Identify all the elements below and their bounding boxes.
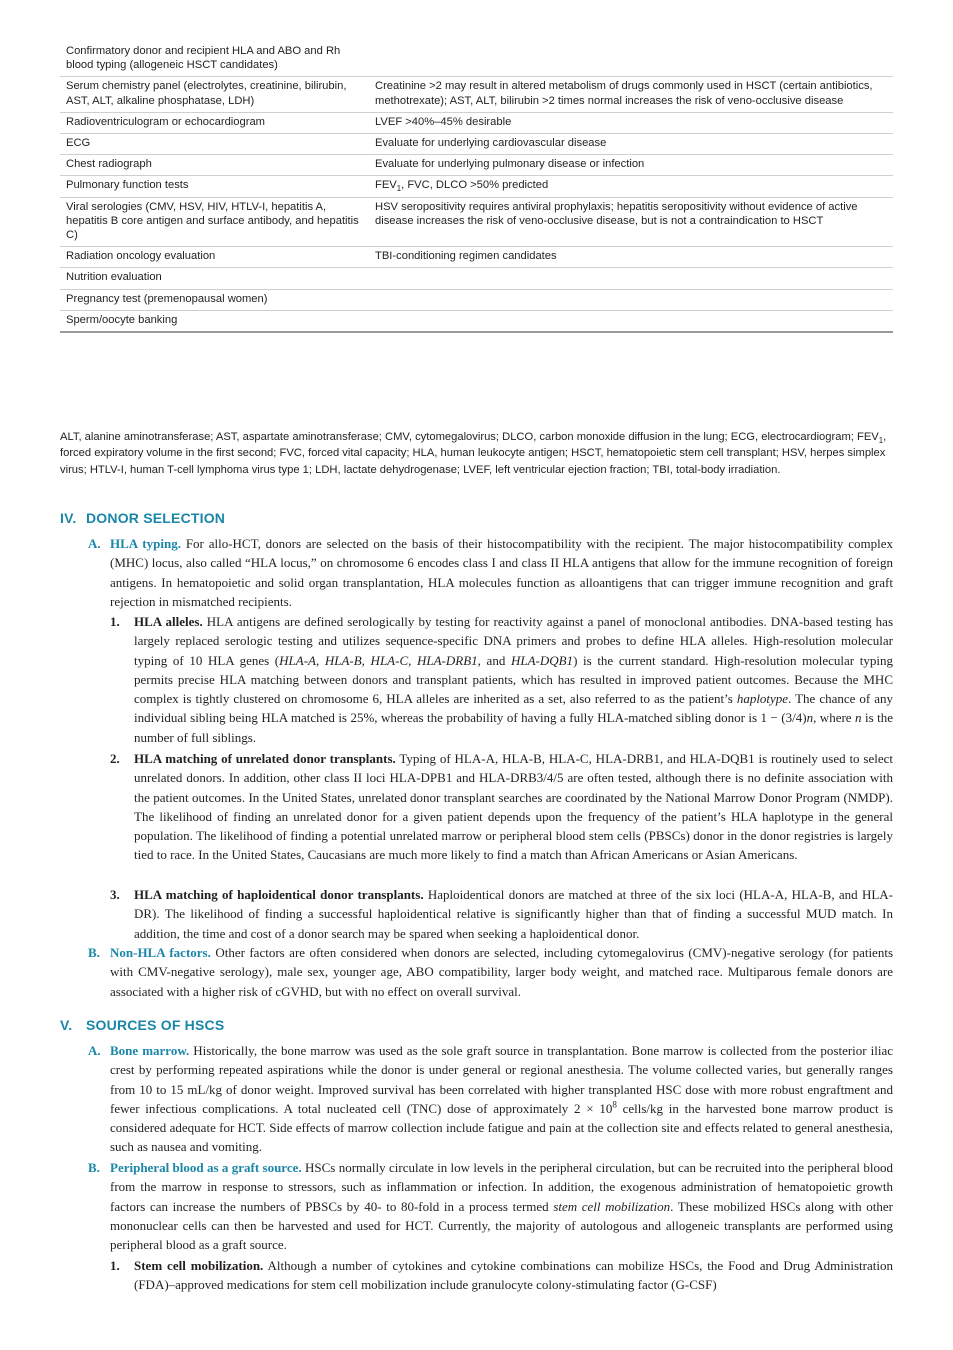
table-cell-comment [375,313,893,327]
item-heading: Stem cell mobilization. [134,1258,264,1273]
table-cell-comment-text: FEV1, FVC, DLCO >50% predicted [375,179,549,194]
item-label: 3. [110,887,120,902]
table-cell-comment [375,292,893,306]
subsection-heading: HLA typing. [110,536,181,551]
table-cell-comment: LVEF >40%–45% desirable [375,115,512,128]
paragraph-text: Although a number of cytokines and cytok… [134,1258,893,1293]
table-cell-test: Pregnancy test (premenopausal women) [66,292,268,305]
table-cell-test: Chest radiograph [66,158,152,171]
table-cell-test: Sperm/oocyte banking [66,313,178,326]
item-paragraph: HLA matching of haploidentical donor tra… [134,885,893,943]
table-cell-test: Nutrition evaluation [66,271,162,284]
footnote-subscript: 1 [878,436,884,446]
footnote-text: ALT, alanine aminotransferase; AST, aspa… [60,431,879,443]
term: haplotype [736,691,789,707]
item-heading: HLA alleles. [134,614,203,629]
paragraph-text: Other factors are often considered when … [110,945,894,999]
variable: n [806,710,814,726]
subsection-label: A. [88,1043,101,1058]
section-title: DONOR SELECTION [86,510,226,526]
item-label: 1. [110,1258,120,1273]
section-number: V. [60,1017,73,1033]
subsection-label: B. [88,945,100,960]
paragraph-text: . The chance of any individual sibling b… [134,691,894,726]
table-row: Nutrition evaluation [60,268,893,290]
paragraph-text: Historically, the bone marrow was used a… [110,1043,894,1116]
table-cell-test: Viral serologies (CMV, HSV, HIV, HTLV-I,… [66,200,359,242]
subsection-paragraph: Peripheral blood as a graft source. HSCs… [110,1158,893,1254]
paragraph-text: Typing of HLA-A, HLA-B, HLA-C, HLA-DRB1,… [134,751,893,863]
item-heading: HLA matching of haploidentical donor tra… [134,887,424,902]
table-row: Pregnancy test (premenopausal women) [60,290,893,311]
item-paragraph: HLA alleles. HLA antigens are defined se… [134,612,893,747]
gene-names: HLA-A, HLA-B, HLA-C, HLA-DRB1 [279,652,478,668]
subsection-heading: Bone marrow. [110,1043,190,1058]
table-cell-comment: Evaluate for underlying pulmonary diseas… [375,158,645,171]
table-cell-comment: FEV1, FVC, DLCO >50% predicted [375,178,893,194]
item-label: 2. [110,751,120,766]
table-row: Radioventriculogram or echocardiogram LV… [60,113,893,135]
table-cell-test: Radiation oncology evaluation [66,250,216,263]
table-cell-test: Radioventriculogram or echocardiogram [66,115,265,128]
paragraph-text: For allo-HCT, donors are selected on the… [110,536,894,609]
table-row: Pulmonary function tests FEV1, FVC, DLCO… [60,176,893,198]
evaluation-table: Confirmatory donor and recipient HLA and… [60,42,893,334]
paragraph-text: , and [477,652,511,668]
subsection-label: A. [88,536,101,551]
paragraph-text: is the number of full siblings. [134,710,894,745]
paragraph-text: , where [813,710,856,726]
item-heading: HLA matching of unrelated donor transpla… [134,751,396,766]
table-cell-comment: Creatinine >2 may result in altered meta… [375,80,873,107]
section-heading: IV. DONOR SELECTION [60,510,225,526]
table-row: Sperm/oocyte banking [60,311,893,334]
table-row: Chest radiograph Evaluate for underlying… [60,155,893,177]
section-number: IV. [60,510,77,526]
subsection-heading: Non-HLA factors. [110,945,211,960]
paragraph-text: HSCs normally circulate in low levels in… [110,1160,893,1214]
term: stem cell mobilization [553,1198,671,1214]
table-row: Serum chemistry panel (electrolytes, cre… [60,77,893,113]
item-label: 1. [110,614,120,629]
paragraph-text: cells/kg in the harvested bone marrow pr… [110,1100,893,1155]
gene-names: HLA-DQB1 [510,652,574,668]
section-title: SOURCES OF HSCS [86,1017,225,1033]
item-paragraph: HLA matching of unrelated donor transpla… [134,749,893,865]
table-row: Viral serologies (CMV, HSV, HIV, HTLV-I,… [60,198,893,248]
table-cell-test: Serum chemistry panel (electrolytes, cre… [66,80,347,107]
table-cell-test: Pulmonary function tests [66,179,189,192]
table-cell-test: ECG [66,137,91,150]
table-cell-comment [375,44,893,72]
table-row: Radiation oncology evaluation TBI-condit… [60,247,893,269]
subsection-label: B. [88,1160,100,1175]
subsection-paragraph: Bone marrow. Historically, the bone marr… [110,1041,893,1157]
subsection-heading: Peripheral blood as a graft source. [110,1160,302,1175]
table-row: ECG Evaluate for underlying cardiovascul… [60,134,893,156]
table-cell-comment [375,270,893,284]
paragraph-text: ) is the current standard. High-resoluti… [134,652,893,707]
paragraph-text: HLA antigens are defined serologically b… [134,614,894,668]
paragraph-text: . These mobilized HSCs along with other … [110,1198,893,1253]
subsection-paragraph: HLA typing. For allo-HCT, donors are sel… [110,534,893,611]
subsection-paragraph: Non-HLA factors. Other factors are often… [110,943,893,1001]
variable: n [855,710,862,726]
paragraph-text: Haploidentical donors are matched at thr… [134,887,894,941]
table-cell-comment: Evaluate for underlying cardiovascular d… [375,137,607,150]
exponent: 8 [612,1099,617,1110]
table-cell-test: Confirmatory donor and recipient HLA and… [66,45,341,72]
item-paragraph: Stem cell mobilization. Although a numbe… [134,1256,893,1295]
table-row: Confirmatory donor and recipient HLA and… [60,42,893,78]
table-cell-comment: TBI-conditioning regimen candidates [375,250,557,263]
table-cell-comment: HSV seropositivity requires antiviral pr… [375,200,858,227]
section-heading: V. SOURCES OF HSCS [60,1017,224,1033]
table-footnote: ALT, alanine aminotransferase; AST, aspa… [60,429,893,478]
footnote-text: , forced expiratory volume in the first … [60,431,887,476]
